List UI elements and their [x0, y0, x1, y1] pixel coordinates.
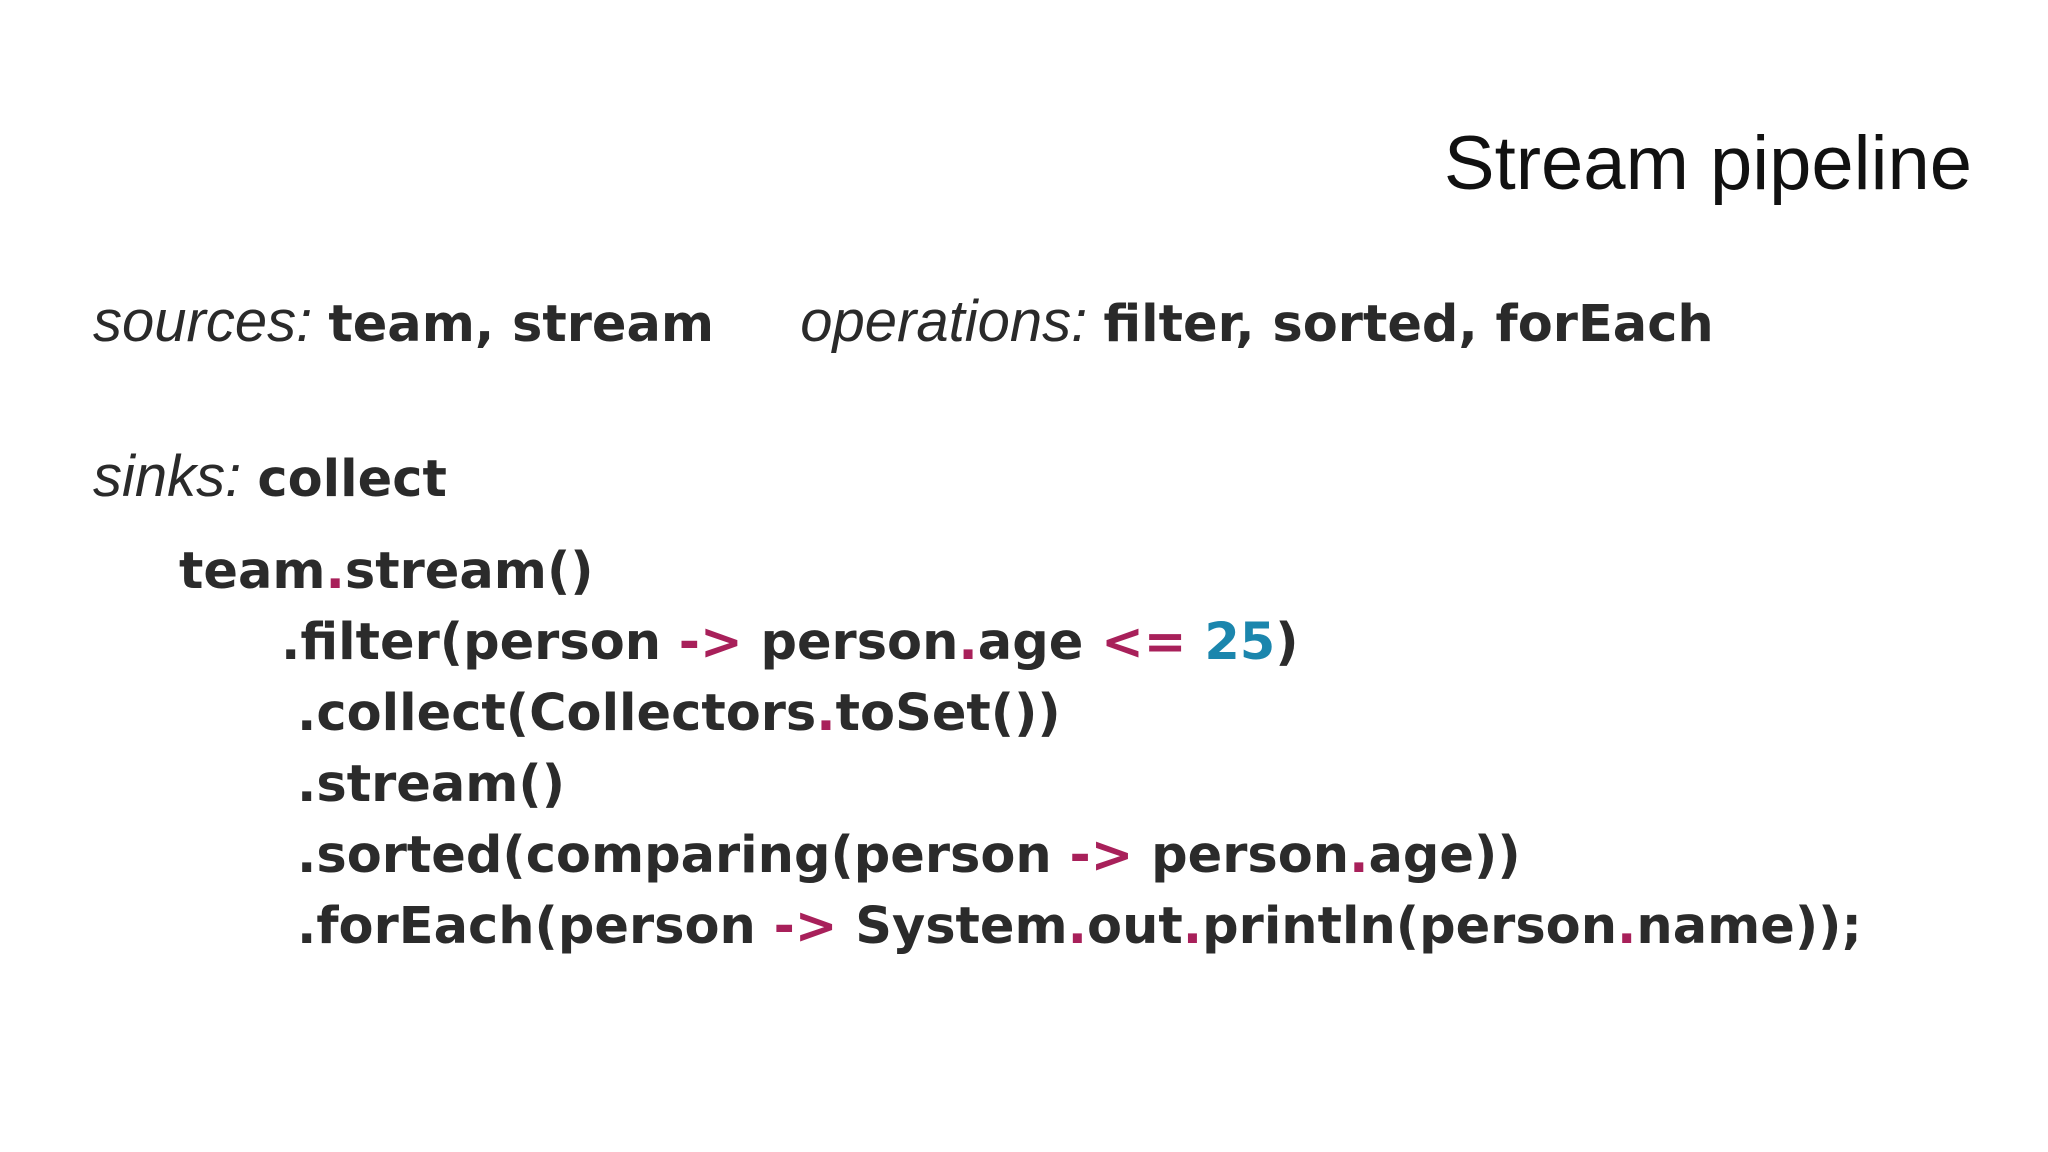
code-line: .collect(Collectors.toSet())	[297, 688, 1061, 739]
code-token: .filter(person	[281, 613, 679, 672]
code-operator: .	[1067, 897, 1088, 956]
code-token: )	[1275, 613, 1299, 672]
code-token	[1187, 613, 1205, 672]
code-line: .sorted(comparing(person -> person.age))	[297, 830, 1521, 881]
code-operator: ->	[773, 897, 838, 956]
code-operator: ->	[678, 613, 743, 672]
code-line: .stream()	[297, 759, 565, 810]
code-line: .filter(person -> person.age <= 25)	[281, 617, 1299, 668]
code-token: .forEach(person	[297, 897, 774, 956]
code-operator: .	[816, 684, 836, 743]
sources-values: team, stream	[328, 295, 715, 354]
code-token: .stream()	[297, 755, 566, 814]
code-token: .collect(Collectors	[297, 684, 817, 743]
code-line: .forEach(person -> System.out.println(pe…	[297, 901, 1862, 952]
code-operator: .	[325, 542, 345, 601]
code-token: team	[179, 542, 326, 601]
code-token: person	[742, 613, 959, 672]
code-token: out	[1087, 897, 1183, 956]
code-line: team.stream()	[179, 546, 594, 597]
code-token: toSet())	[835, 684, 1061, 743]
definitions-row-2: sinks: collect	[93, 448, 447, 506]
sinks-term: sinks:	[93, 444, 242, 509]
operations-term: operations:	[800, 289, 1088, 354]
code-operator: .	[958, 613, 978, 672]
code-operator: .	[1349, 826, 1369, 885]
code-operator: <=	[1101, 613, 1187, 672]
code-operator: .	[1617, 897, 1637, 956]
slide-title: Stream pipeline	[1443, 121, 1972, 206]
code-number: 25	[1204, 613, 1276, 672]
code-operator: .	[1182, 897, 1203, 956]
code-token: System	[837, 897, 1068, 956]
sinks-values: collect	[257, 450, 447, 509]
operations-values: filter, sorted, forEach	[1103, 295, 1714, 354]
code-token: println(person	[1202, 897, 1618, 956]
code-operator: ->	[1069, 826, 1134, 885]
sources-term: sources:	[93, 289, 313, 354]
code-token: person	[1133, 826, 1350, 885]
definitions-row-1: sources: team, stream operations: filter…	[93, 293, 1714, 351]
code-token: .sorted(comparing(person	[297, 826, 1070, 885]
code-token: age))	[1368, 826, 1521, 885]
code-token: name));	[1636, 897, 1862, 956]
code-token: age	[977, 613, 1102, 672]
code-token: stream()	[344, 542, 594, 601]
